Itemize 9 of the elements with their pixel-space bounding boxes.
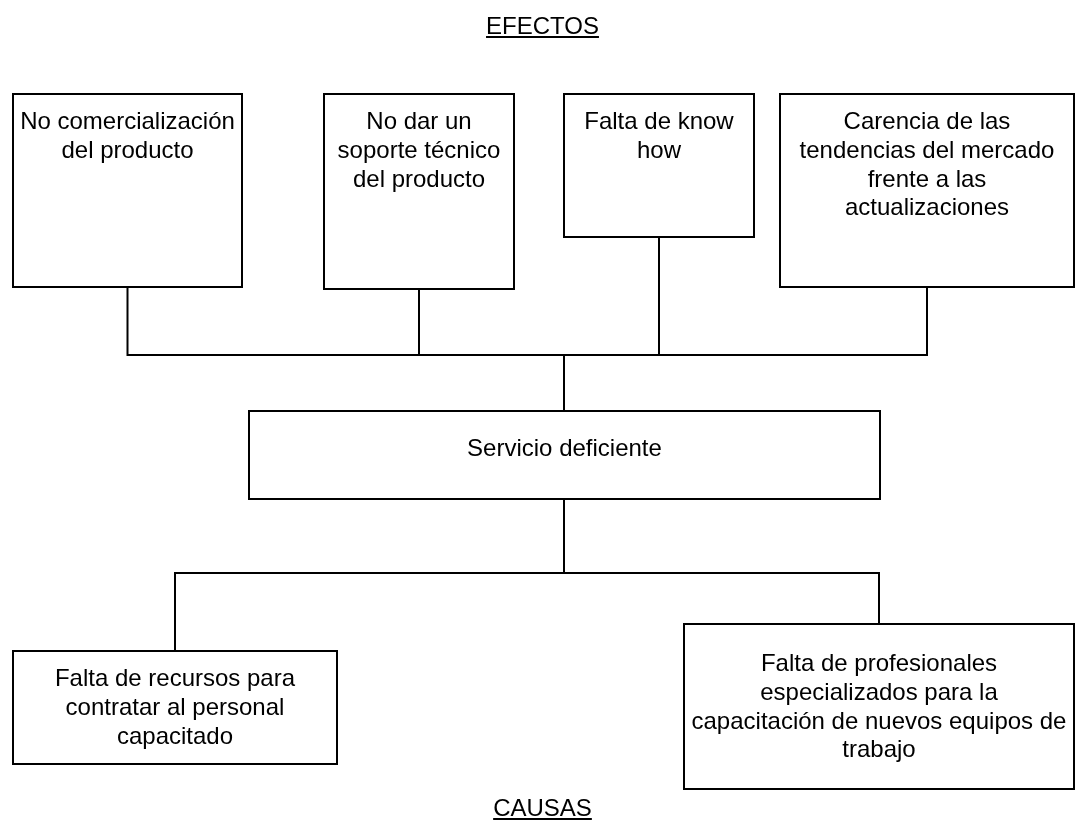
text-box: Falta de profesionales especializados para la capacitación de nuevos equipos de trabajo (683, 623, 1075, 790)
text-box: Falta de know how (563, 93, 755, 238)
text-box: Carencia de las tendencias del mercado frente a las actualizaciones (779, 93, 1075, 288)
text-box: Falta de recursos para contratar al personal capacitado (12, 650, 338, 765)
text-box: No dar un soporte técnico del producto (323, 93, 515, 290)
heading: CAUSAS (493, 794, 592, 821)
text-box: Servicio deficiente (248, 410, 881, 500)
heading: EFECTOS (486, 12, 599, 39)
text-box: No comercialización del producto (12, 93, 243, 288)
